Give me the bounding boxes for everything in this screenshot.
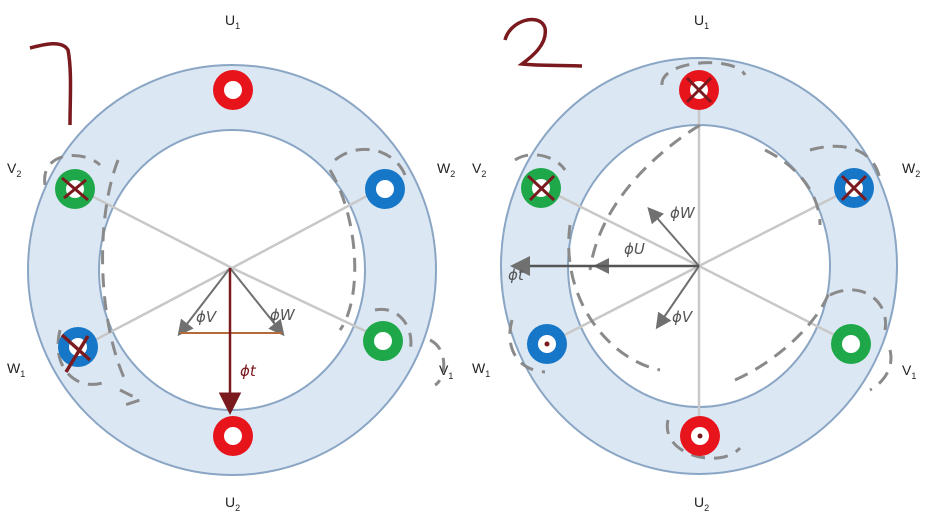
coil-v1-2 xyxy=(831,324,871,364)
label-u1-top-2: U1 xyxy=(694,12,710,31)
coil-w1-1 xyxy=(58,327,98,373)
coil-w2-1 xyxy=(365,169,405,209)
label-v1-right-2: V1 xyxy=(902,362,917,381)
label-w2-right-2: W2 xyxy=(902,160,921,179)
handwritten-number-2 xyxy=(503,17,583,68)
label-v2-left-1: V2 xyxy=(7,160,22,179)
cross-mark-icon xyxy=(526,174,556,202)
coil-w2-2 xyxy=(834,168,874,208)
handwritten-number-1 xyxy=(29,42,73,126)
label-u2-bottom-2: U2 xyxy=(694,494,710,513)
flux-lines-1 xyxy=(43,147,446,407)
label-v1-right-1: V1 xyxy=(439,362,454,381)
label-w1-left-2: W1 xyxy=(472,360,491,379)
coil-u2-2 xyxy=(680,416,720,456)
label-w1-left-1: W1 xyxy=(7,360,26,379)
phasor-label-phi-v-1: ϕV xyxy=(196,308,217,326)
coil-u1-2 xyxy=(679,70,719,110)
coil-v1-1 xyxy=(363,321,403,361)
phasor-label-phi-v-2: ϕV xyxy=(672,308,693,326)
phasor-label-phi-t-1: ϕt xyxy=(240,362,256,380)
label-u1-top-1: U1 xyxy=(225,12,241,31)
phasor-label-phi-w-2: ϕW xyxy=(670,204,695,222)
coil-u2-1 xyxy=(213,416,253,456)
phasor-label-phi-w-1: ϕW xyxy=(270,306,295,324)
coil-v2-1 xyxy=(55,169,95,209)
cross-mark-icon xyxy=(61,176,89,202)
stator-diagram-2 xyxy=(500,17,898,475)
coil-v2-2 xyxy=(521,168,561,208)
phasor-label-phi-u-2: ϕU xyxy=(624,240,645,258)
coil-w1-2 xyxy=(527,324,567,364)
label-v2-left-2: V2 xyxy=(472,160,487,179)
cross-mark-icon xyxy=(840,174,868,202)
stator-diagram-1 xyxy=(27,42,446,476)
spokes-2 xyxy=(542,90,853,436)
label-w2-right-1: W2 xyxy=(437,160,456,179)
phasor-diagram-1 xyxy=(177,267,285,415)
cross-mark-icon xyxy=(60,333,92,373)
flux-lines-2 xyxy=(508,61,893,460)
spokes-1 xyxy=(77,187,381,349)
phasor-diagram-2 xyxy=(510,206,700,330)
cross-mark-icon xyxy=(685,76,713,104)
label-u2-bottom-1: U2 xyxy=(225,494,241,513)
coil-u1-1 xyxy=(213,70,253,110)
phasor-label-phi-t-2: ϕt xyxy=(508,266,524,284)
